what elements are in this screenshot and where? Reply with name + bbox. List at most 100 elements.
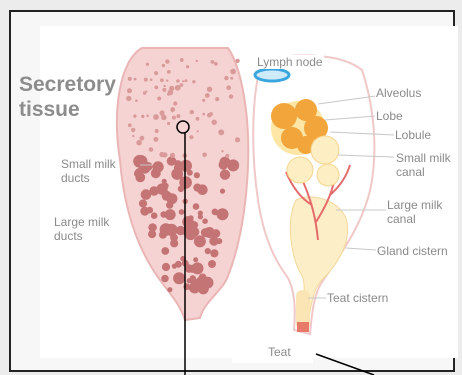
duct-dot bbox=[162, 152, 167, 157]
duct-dot bbox=[226, 85, 231, 90]
duct-dot bbox=[146, 207, 153, 214]
duct-dot bbox=[204, 227, 215, 238]
duct-dot bbox=[173, 272, 185, 284]
label-lobule: Lobule bbox=[394, 128, 432, 142]
duct-dot bbox=[127, 88, 132, 93]
duct-dot bbox=[197, 184, 208, 195]
duct-dot bbox=[167, 156, 176, 165]
duct-dot bbox=[186, 65, 189, 68]
duct-dot bbox=[161, 115, 167, 121]
duct-dot bbox=[203, 279, 210, 286]
duct-dot bbox=[174, 164, 182, 172]
label-lobe: Lobe bbox=[375, 109, 404, 123]
duct-dot bbox=[192, 80, 195, 83]
duct-dot bbox=[140, 136, 145, 141]
duct-dot bbox=[207, 113, 212, 118]
duct-dot bbox=[161, 111, 165, 115]
duct-dot bbox=[167, 70, 171, 74]
duct-dot bbox=[160, 78, 164, 82]
duct-dot bbox=[196, 60, 198, 62]
duct-dot bbox=[224, 76, 228, 80]
label-teat: Teat bbox=[232, 343, 313, 363]
duct-dot bbox=[153, 161, 164, 172]
duct-dot bbox=[225, 154, 229, 158]
duct-dot bbox=[171, 110, 173, 112]
duct-dot bbox=[146, 63, 149, 66]
duct-dot bbox=[136, 168, 142, 174]
duct-dot bbox=[139, 199, 147, 207]
duct-dot bbox=[154, 71, 158, 75]
duct-dot bbox=[154, 86, 158, 90]
duct-dot bbox=[218, 129, 224, 135]
duct-dot bbox=[212, 120, 217, 125]
duct-dot bbox=[159, 231, 167, 239]
duct-dot bbox=[176, 79, 180, 83]
duct-dot bbox=[235, 137, 240, 142]
duct-dot bbox=[220, 189, 225, 194]
duct-dot bbox=[221, 150, 223, 152]
duct-dot bbox=[185, 79, 188, 82]
duct-dot bbox=[180, 83, 184, 87]
duct-dot bbox=[202, 218, 208, 224]
duct-dot bbox=[215, 97, 219, 101]
duct-dot bbox=[133, 114, 136, 117]
duct-dot bbox=[151, 212, 158, 219]
duct-dot bbox=[216, 238, 222, 244]
duct-dot bbox=[208, 260, 216, 268]
duct-dot bbox=[193, 257, 198, 262]
duct-dot bbox=[144, 162, 153, 171]
duct-dot bbox=[188, 215, 193, 220]
duct-dot bbox=[166, 201, 173, 208]
duct-dot bbox=[156, 183, 167, 194]
duct-dot bbox=[128, 77, 132, 81]
label-small-milk-canal: Small milk canal bbox=[395, 151, 452, 179]
duct-dot bbox=[141, 115, 144, 118]
duct-dot bbox=[210, 249, 218, 257]
duct-dot bbox=[182, 80, 184, 82]
duct-dot bbox=[176, 114, 180, 118]
duct-dot bbox=[172, 116, 176, 120]
label-large-milk-canal: Large milk canal bbox=[386, 198, 443, 226]
duct-dot bbox=[179, 209, 185, 215]
duct-dot bbox=[173, 101, 177, 105]
duct-dot bbox=[167, 224, 172, 229]
duct-dot bbox=[144, 78, 148, 82]
duct-dot bbox=[163, 85, 165, 87]
duct-dot bbox=[229, 94, 233, 98]
duct-dot bbox=[180, 160, 192, 172]
duct-dot bbox=[161, 275, 169, 283]
duct-dot bbox=[150, 79, 153, 82]
duct-dot bbox=[217, 208, 229, 220]
label-lymph-node: Lymph node bbox=[256, 55, 324, 69]
duct-dot bbox=[143, 91, 146, 94]
duct-dot bbox=[186, 266, 193, 273]
duct-dot bbox=[235, 59, 239, 63]
teat-tip bbox=[297, 322, 309, 332]
duct-dot bbox=[207, 87, 212, 92]
duct-dot bbox=[214, 62, 218, 66]
duct-dot bbox=[153, 137, 158, 142]
duct-dot bbox=[132, 135, 134, 137]
label-gland-cistern: Gland cistern bbox=[376, 244, 449, 258]
duct-dot bbox=[180, 58, 184, 62]
duct-dot bbox=[135, 173, 145, 183]
label-alveolus: Alveolus bbox=[375, 86, 422, 100]
duct-dot bbox=[211, 60, 215, 64]
duct-dot bbox=[194, 235, 206, 247]
duct-dot bbox=[134, 78, 137, 81]
duct-dot bbox=[192, 262, 204, 274]
duct-dot bbox=[230, 77, 233, 80]
duct-dot bbox=[205, 248, 211, 254]
duct-dot bbox=[155, 129, 159, 133]
duct-dot bbox=[148, 230, 156, 238]
lymph-node bbox=[255, 69, 289, 81]
duct-dot bbox=[126, 96, 131, 101]
duct-dot bbox=[128, 123, 132, 127]
label-large-milk-ducts: Large milk ducts bbox=[40, 213, 127, 249]
label-teat-cistern: Teat cistern bbox=[326, 291, 389, 305]
duct-dot bbox=[205, 93, 210, 98]
label-small-milk-ducts: Small milk ducts bbox=[60, 157, 117, 185]
duct-dot bbox=[193, 203, 200, 210]
